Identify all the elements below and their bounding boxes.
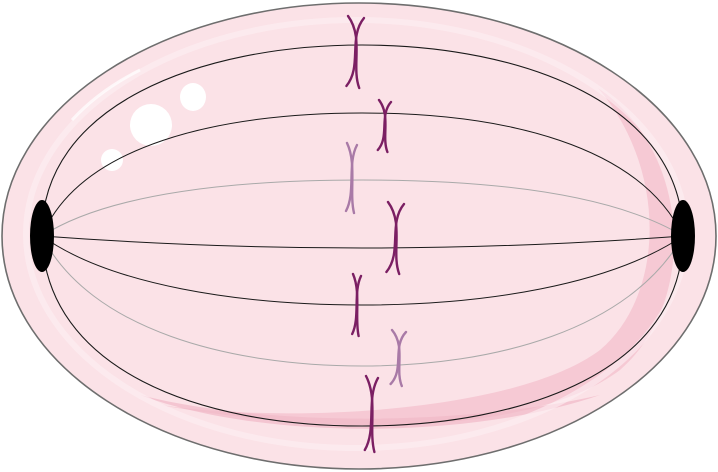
- spindle-fiber: [41, 235, 684, 306]
- spindle-fiber: [41, 112, 684, 237]
- chromosomes: [344, 14, 408, 454]
- chromosome: [389, 328, 408, 388]
- sister-chromatid: [363, 376, 380, 452]
- chromosome: [363, 374, 380, 454]
- spindle-pole-right: [671, 200, 695, 272]
- sister-chromatid: [389, 330, 408, 386]
- chromosome: [351, 272, 363, 338]
- chromosome: [344, 141, 359, 215]
- spindle-pole-left: [30, 200, 54, 272]
- sister-chromatid: [386, 200, 401, 276]
- sister-chromatid: [351, 274, 363, 336]
- spindle-fiber: [41, 235, 684, 427]
- spindle-fiber: [41, 179, 684, 237]
- spindle-fiber: [41, 235, 684, 249]
- cell-inner-shadow: [160, 88, 675, 426]
- chromosome: [376, 98, 393, 154]
- sister-chromatid: [376, 100, 393, 152]
- sister-chromatid: [385, 202, 406, 274]
- spindle-fiber: [41, 235, 684, 367]
- spindle-fibers: [41, 44, 684, 427]
- sister-chromatid: [346, 14, 361, 90]
- highlight-streak: [70, 68, 141, 122]
- spindle-fiber: [41, 44, 684, 237]
- chromosome: [345, 14, 366, 90]
- cell-inner-shadow-bottom: [140, 395, 600, 429]
- sister-chromatid: [345, 16, 366, 88]
- highlight-spot: [180, 83, 206, 111]
- sister-chromatid: [344, 143, 359, 213]
- chromosome: [385, 200, 406, 276]
- highlight-spot: [130, 104, 172, 146]
